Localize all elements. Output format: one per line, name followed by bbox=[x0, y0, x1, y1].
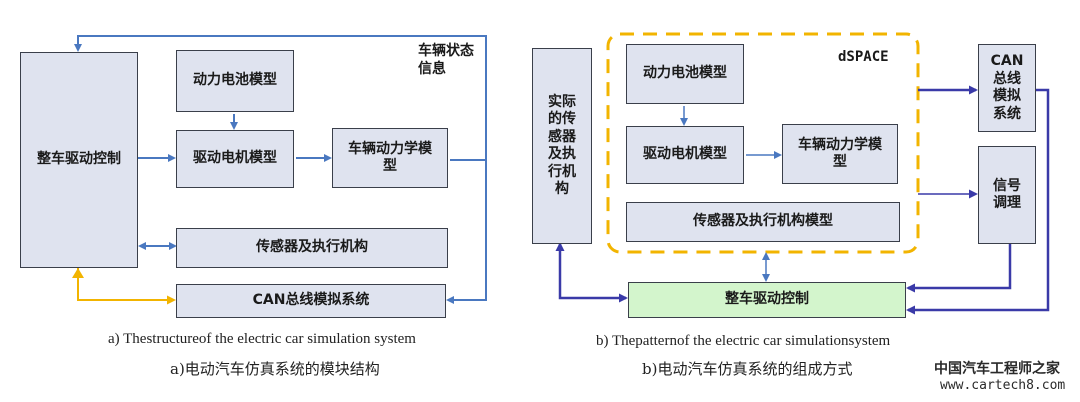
b-motor-model-box: 驱动电机模型 bbox=[626, 126, 744, 184]
a-vehicle-control-box: 整车驱动控制 bbox=[20, 52, 138, 268]
watermark-url: www.cartech8.com bbox=[940, 378, 1066, 393]
arrow-signal-to-control bbox=[906, 244, 1012, 293]
a-dynamics-model-label: 车辆动力学模型 bbox=[348, 140, 432, 175]
b-caption-en: b) Thepatternof the electric car simulat… bbox=[596, 333, 891, 349]
b-dynamics-model-label: 车辆动力学模型 bbox=[798, 136, 882, 171]
a-motor-model-box: 驱动电机模型 bbox=[176, 130, 294, 188]
a-can-system-box: CAN总线模拟系统 bbox=[176, 284, 446, 318]
dspace-boundary bbox=[606, 32, 920, 254]
a-motor-model-label: 驱动电机模型 bbox=[193, 150, 277, 167]
a-sensor-actuator-label: 传感器及执行机构 bbox=[256, 239, 368, 256]
b-vehicle-control-box: 整车驱动控制 bbox=[628, 282, 906, 318]
b-vehicle-control-label: 整车驱动控制 bbox=[725, 291, 809, 308]
arrow-sensor-control bbox=[555, 242, 628, 303]
b-real-sensor-label: 实际的传感器及执行机构 bbox=[548, 93, 576, 198]
arrow-control-to-can bbox=[77, 268, 176, 305]
b-signal-cond-box: 信号调理 bbox=[978, 146, 1036, 244]
a-vehicle-state-label: 车辆状态信息 bbox=[418, 43, 474, 78]
a-vehicle-control-label: 整车驱动控制 bbox=[37, 151, 121, 168]
a-caption-en: a) Thestructureof the electric car simul… bbox=[108, 331, 416, 347]
b-battery-model-label: 动力电池模型 bbox=[643, 65, 727, 82]
arrow-can-to-feedback bbox=[446, 160, 487, 304]
b-signal-cond-label: 信号调理 bbox=[993, 177, 1021, 212]
b-dspace-label: dSPACE bbox=[838, 49, 889, 65]
b-sensor-actuator-model-box: 传感器及执行机构模型 bbox=[626, 202, 900, 242]
arrow-state-feedback bbox=[74, 35, 487, 161]
a-sensor-actuator-box: 传感器及执行机构 bbox=[176, 228, 448, 268]
b-battery-model-box: 动力电池模型 bbox=[626, 44, 744, 104]
b-caption-cn: b)电动汽车仿真系统的组成方式 bbox=[642, 360, 853, 378]
watermark-title: 中国汽车工程师之家 bbox=[934, 361, 1060, 377]
a-battery-model-label: 动力电池模型 bbox=[193, 72, 277, 89]
b-sensor-actuator-model-label: 传感器及执行机构模型 bbox=[693, 213, 833, 230]
a-dynamics-model-box: 车辆动力学模型 bbox=[332, 128, 448, 188]
b-can-sim-box: CAN总线模拟系统 bbox=[978, 44, 1036, 132]
b-real-sensor-box: 实际的传感器及执行机构 bbox=[532, 48, 592, 244]
b-dynamics-model-box: 车辆动力学模型 bbox=[782, 124, 898, 184]
a-caption-cn: a)电动汽车仿真系统的模块结构 bbox=[170, 360, 380, 378]
a-battery-model-box: 动力电池模型 bbox=[176, 50, 294, 112]
b-can-sim-label: CAN总线模拟系统 bbox=[990, 53, 1024, 122]
arrow-can-to-control bbox=[906, 88, 1050, 315]
b-motor-model-label: 驱动电机模型 bbox=[643, 146, 727, 163]
a-can-system-label: CAN总线模拟系统 bbox=[252, 292, 370, 309]
